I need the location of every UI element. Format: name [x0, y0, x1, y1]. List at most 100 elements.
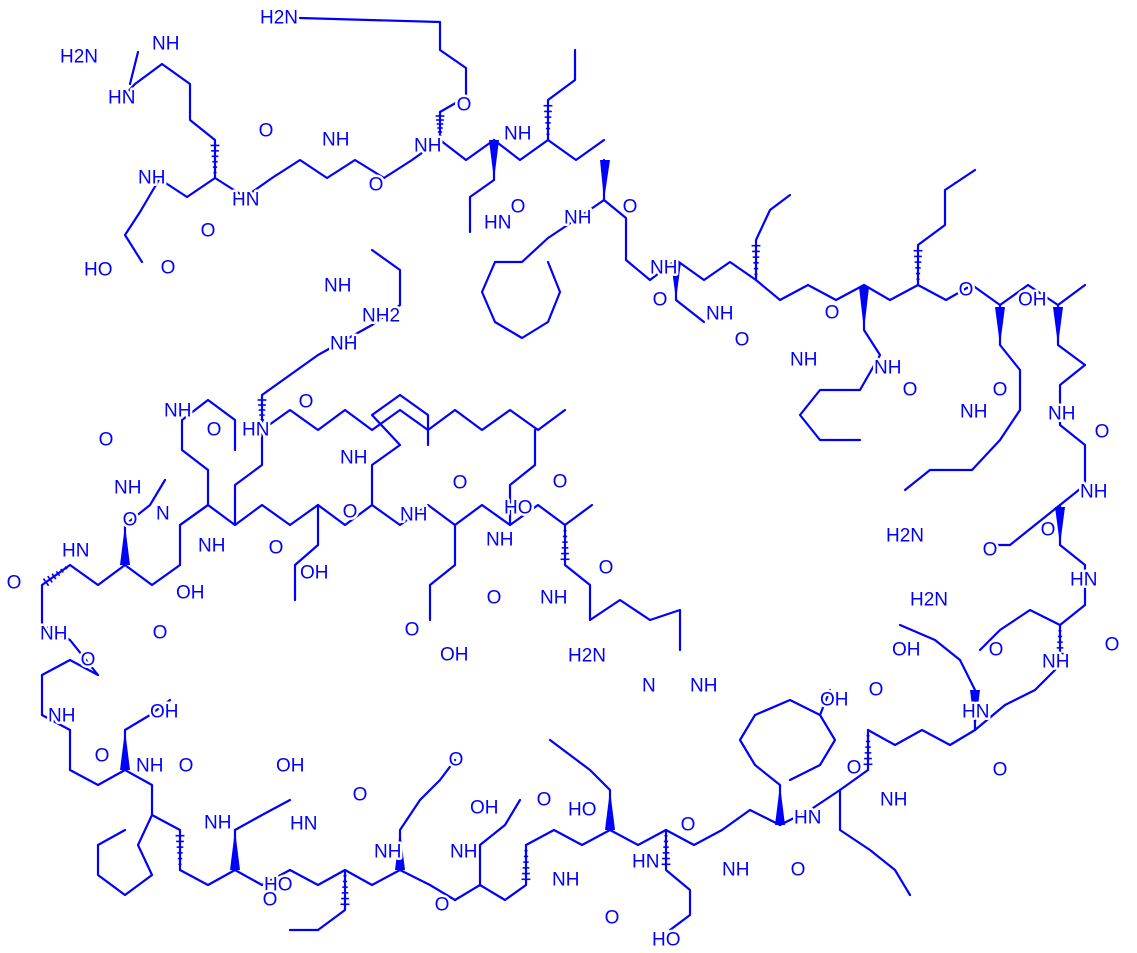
stereo-hash-bond [863, 734, 873, 766]
atom-label-o: O [993, 760, 1008, 781]
atom-label-o: O [161, 258, 176, 279]
atom-label-nh: NH [322, 130, 349, 151]
stereo-hash-bond [521, 849, 531, 881]
atom-label-hn: HN [290, 814, 317, 835]
atom-label-nh: NH [690, 676, 717, 697]
atom-label-o: O [259, 121, 274, 142]
atom-label-oh: OH [440, 645, 469, 666]
atom-label-hn: HN [242, 420, 269, 441]
stereo-wedge-bond [995, 307, 1005, 345]
stereo-hash-bond [175, 834, 185, 866]
atom-label-o: O [959, 280, 974, 301]
bond-path [370, 393, 430, 507]
bond-path [748, 728, 870, 827]
bond-path [738, 698, 837, 827]
bond-path [288, 868, 457, 902]
stereo-wedge-bond [605, 790, 615, 830]
atom-label-o: O [343, 502, 358, 523]
stereo-hash-bond [913, 249, 923, 281]
bond-path [68, 728, 182, 872]
stereo-hash-bond [661, 834, 671, 866]
atom-label-o: O [263, 890, 278, 911]
stereo-hash-bond [543, 104, 553, 136]
bond-path [478, 798, 522, 887]
stereo-wedge-bond [859, 287, 869, 330]
bond-path [818, 688, 832, 717]
atom-label-nh: NH [374, 842, 401, 863]
atom-label-o: O [869, 680, 884, 701]
bond-path [398, 758, 457, 872]
atom-label-nh: NH [486, 530, 513, 551]
stereo-wedge-bond [120, 525, 130, 565]
bond-path [120, 62, 217, 180]
stereo-wedge-bond [230, 830, 240, 870]
atom-label-nh: NH [1048, 404, 1075, 425]
atom-label-o: O [207, 420, 222, 441]
atom-label-o: O [269, 538, 284, 559]
atom-label-nh: NH [564, 208, 591, 229]
atom-label-nh: NH [880, 790, 907, 811]
atom-label-nh: NH [400, 505, 427, 526]
atom-label-nh: NH [450, 842, 477, 863]
atom-label-o: O [623, 197, 638, 218]
atom-label-o: O [993, 380, 1008, 401]
bond-path [970, 283, 1087, 307]
atom-label-nh: NH [40, 624, 67, 645]
atom-label-n: N [642, 676, 656, 697]
bond-path [480, 198, 606, 340]
bond-path [298, 16, 468, 180]
atom-label-o: O [435, 895, 450, 916]
stereo-hash-bond [560, 529, 570, 561]
bond-path [563, 523, 682, 652]
atom-label-o: O [99, 430, 114, 451]
bond-path [983, 363, 1087, 547]
atom-label-o: O [537, 790, 552, 811]
bond-path [978, 503, 1087, 652]
bond-path [260, 323, 374, 432]
atom-label-nh: NH [330, 334, 357, 355]
atom-label-nh: NH [552, 870, 579, 891]
atom-label-o: O [681, 815, 696, 836]
atom-label-o: O [369, 175, 384, 196]
atom-label-hn: HN [632, 852, 659, 873]
bond-path [123, 176, 162, 264]
stereo-wedge-bond [120, 730, 130, 770]
atom-label-o: O [791, 860, 806, 881]
bond-path [370, 248, 402, 327]
atom-label-o: O [847, 758, 862, 779]
atom-label-o: O [153, 623, 168, 644]
atom-label-oh: OH [276, 756, 305, 777]
stereo-wedge-bond [395, 830, 405, 870]
atom-label-hn: HN [962, 702, 989, 723]
atom-label-nh: NH [198, 536, 225, 557]
atom-label-o: O [449, 750, 464, 771]
bond-path [903, 303, 1022, 492]
bond-path [40, 563, 100, 732]
atom-label-hoo: HO [568, 800, 597, 821]
atom-label-h2n: H2N [910, 590, 948, 611]
atom-label-hn: HN [232, 190, 259, 211]
bond-path [754, 193, 792, 282]
atom-label-h2n: H2N [260, 8, 298, 29]
bond-path [664, 828, 692, 932]
bond-path [798, 283, 882, 442]
atom-label-nh: NH [650, 258, 677, 279]
atom-label-o: O [599, 558, 614, 579]
stereo-wedge-bond [600, 160, 610, 200]
atom-label-nh: NH [1042, 652, 1069, 673]
atom-label-nh: NH [790, 350, 817, 371]
atom-label-o: O [605, 908, 620, 929]
bond-path [96, 813, 154, 897]
atom-label-nh: NH [414, 136, 441, 157]
atom-label-oh: OH [470, 798, 499, 819]
bond-path [288, 868, 347, 932]
atom-label-o: O [179, 756, 194, 777]
atom-label-hoo: HO [264, 875, 293, 896]
atom-label-nh: NH [152, 34, 179, 55]
atom-label-o: O [1041, 520, 1056, 541]
stereo-wedge-bond [1053, 307, 1063, 345]
atom-label-hoo: HO [652, 930, 681, 951]
atom-label-o: O [735, 330, 750, 351]
